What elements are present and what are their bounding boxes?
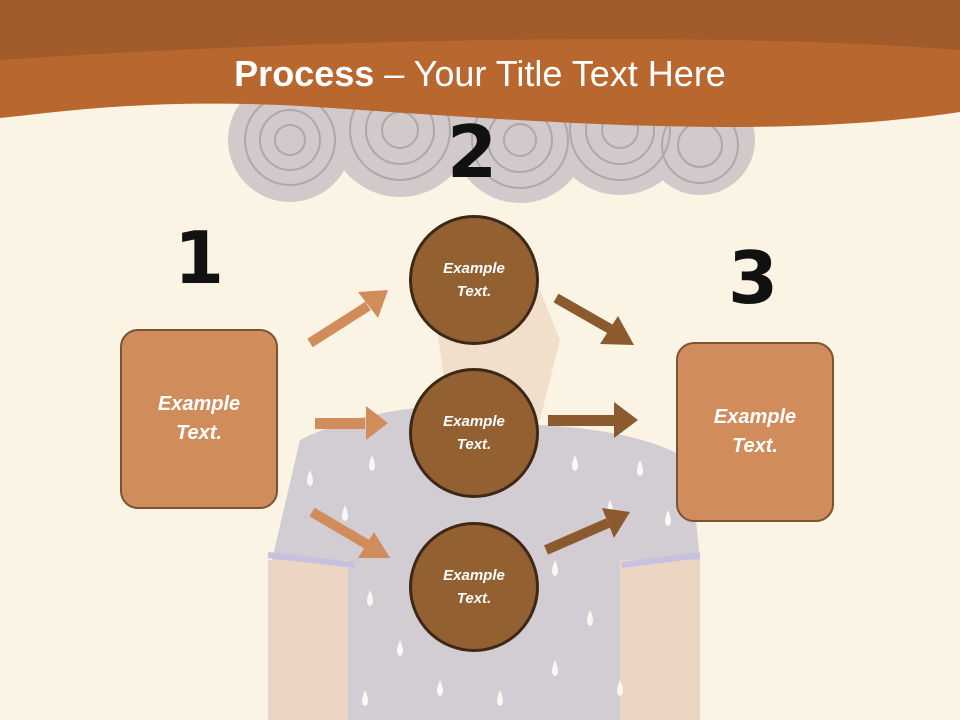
step-number-2: 2	[446, 110, 498, 194]
title-bold: Process	[234, 53, 375, 94]
step-2-circle-bottom: Example Text.	[409, 522, 539, 652]
arrow-up-right-left	[307, 290, 388, 348]
slide-title: Process – Your Title Text Here	[0, 52, 960, 96]
step-2-item-1-text: Example Text.	[443, 260, 505, 300]
arrow-right-left	[315, 406, 388, 440]
arrow-up-right-right	[544, 508, 630, 555]
title-rest: – Your Title Text Here	[374, 53, 726, 94]
step-1-text: Example Text.	[157, 393, 241, 444]
step-3-box: Example Text.	[676, 342, 834, 522]
arrow-down-right-left	[309, 507, 390, 558]
step-number-1: 1	[173, 216, 225, 300]
step-2-item-2-text: Example Text.	[443, 413, 505, 453]
arrow-down-right-right	[553, 293, 634, 345]
step-2-circle-top: Example Text.	[409, 215, 539, 345]
step-3-text: Example Text.	[713, 406, 797, 457]
arrow-right-right	[548, 402, 638, 438]
step-2-circle-middle: Example Text.	[409, 368, 539, 498]
step-number-3: 3	[727, 236, 779, 320]
step-2-item-3-text: Example Text.	[443, 567, 505, 607]
step-1-box: Example Text.	[120, 329, 278, 509]
